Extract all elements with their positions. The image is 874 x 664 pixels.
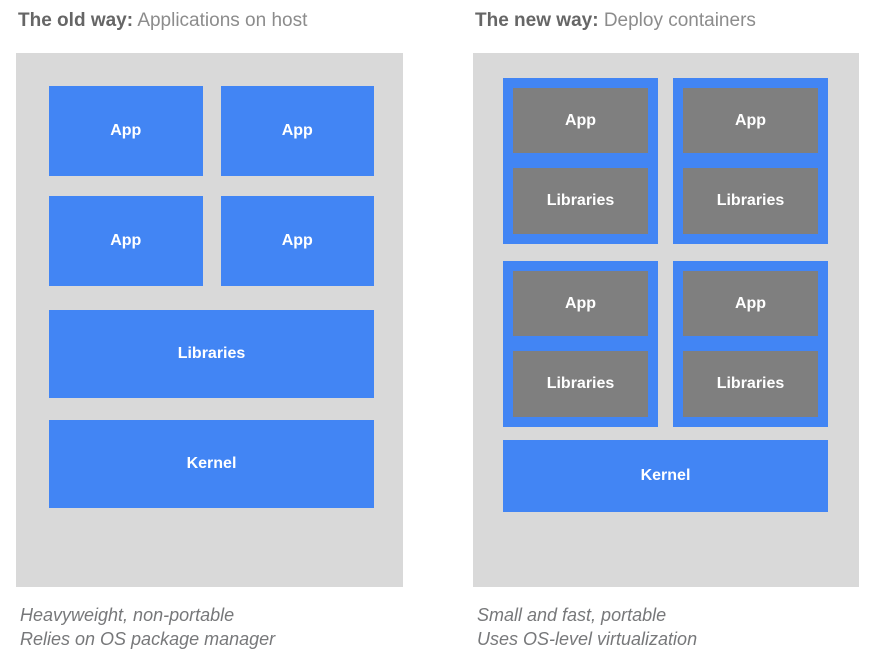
app-box: App [513, 271, 648, 336]
app-box: App [683, 271, 818, 336]
container-box: App Libraries [673, 78, 828, 244]
container-grid: App Libraries App Libraries App Librarie… [503, 78, 828, 427]
kernel-box: Kernel [49, 420, 374, 508]
app-box: App [683, 88, 818, 153]
old-way-title-rest: Applications on host [137, 10, 308, 31]
old-way-caption-line1: Heavyweight, non-portable [20, 605, 235, 625]
containers-panel: App Libraries App Libraries App Librarie… [473, 53, 859, 587]
host-panel: App App App App Libraries Kernel [16, 53, 403, 587]
host-app-grid: App App App App [49, 86, 374, 286]
new-way-section: The new way: Deploy containers App Libra… [473, 0, 859, 651]
libraries-box: Libraries [513, 351, 648, 417]
new-way-title-rest: Deploy containers [603, 10, 756, 31]
old-way-caption: Heavyweight, non-portable Relies on OS p… [20, 603, 403, 651]
old-way-title: The old way: Applications on host [18, 8, 403, 34]
libraries-box: Libraries [683, 168, 818, 234]
libraries-box: Libraries [49, 310, 374, 398]
new-way-caption-line1: Small and fast, portable [477, 605, 667, 625]
app-box: App [49, 196, 203, 286]
container-box: App Libraries [503, 78, 658, 244]
app-box: App [220, 86, 374, 176]
app-box: App [49, 86, 203, 176]
old-way-title-bold: The old way: [18, 10, 134, 31]
new-way-caption-line2: Uses OS-level virtualization [477, 629, 698, 649]
old-way-caption-line2: Relies on OS package manager [20, 629, 276, 649]
libraries-box: Libraries [513, 168, 648, 234]
app-box: App [220, 196, 374, 286]
app-box: App [513, 88, 648, 153]
container-box: App Libraries [673, 261, 828, 427]
kernel-box: Kernel [503, 440, 828, 512]
libraries-box: Libraries [683, 351, 818, 417]
new-way-title-bold: The new way: [475, 10, 599, 31]
container-box: App Libraries [503, 261, 658, 427]
new-way-title: The new way: Deploy containers [475, 8, 859, 34]
old-way-section: The old way: Applications on host App Ap… [16, 0, 403, 651]
new-way-caption: Small and fast, portable Uses OS-level v… [477, 603, 859, 651]
